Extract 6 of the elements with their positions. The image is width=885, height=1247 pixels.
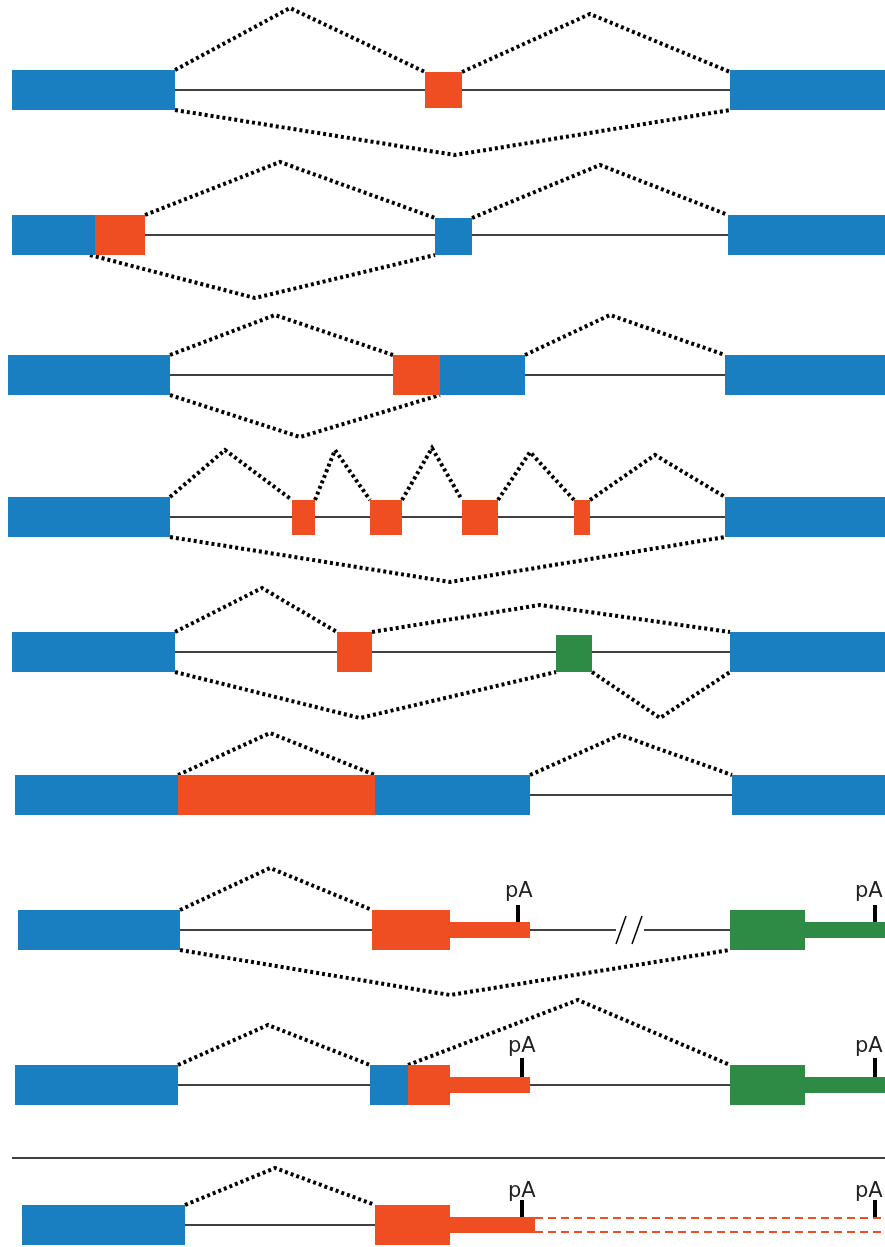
polya-site-label: pA [855,1180,883,1201]
polya-site-label: pA [508,1035,536,1056]
polya-site-label: pA [855,1035,883,1056]
polya-site-label: pA [855,880,883,901]
polya-site-label: pA [505,880,533,901]
polya-site-label: pA [508,1180,536,1201]
